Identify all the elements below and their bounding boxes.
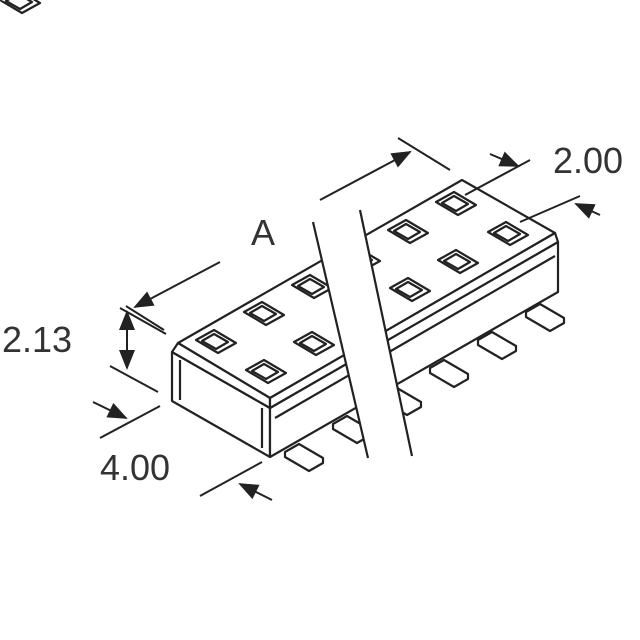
dimension-a-label: A <box>251 212 276 253</box>
height-label: 2.13 <box>2 319 73 360</box>
width-label: 4.00 <box>100 447 171 488</box>
contact-cavities <box>0 0 530 385</box>
dimension-lines <box>92 137 601 501</box>
pitch-label: 2.00 <box>553 140 624 181</box>
break-band <box>313 210 412 458</box>
